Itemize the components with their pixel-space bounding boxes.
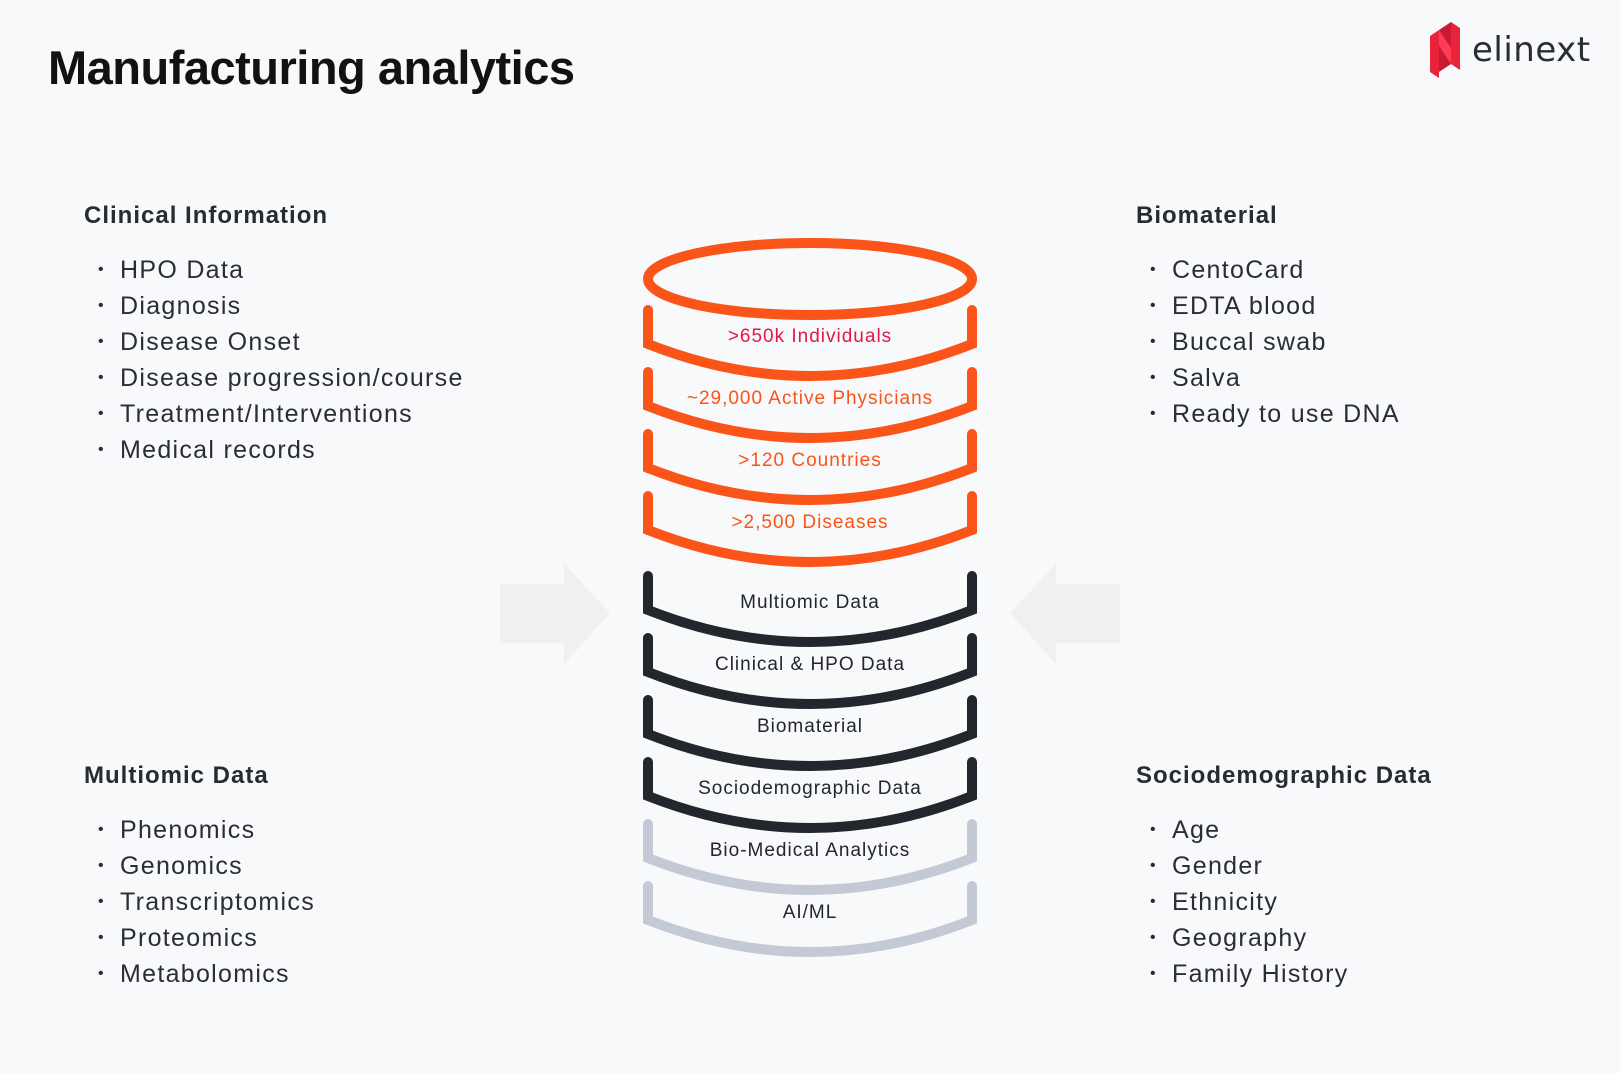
list-item: Diagnosis [84, 288, 464, 324]
page-title: Manufacturing analytics [48, 41, 575, 94]
biomaterial-section: Biomaterial CentoCard EDTA blood Buccal … [1136, 202, 1400, 432]
ring-label: Biomaterial [757, 716, 863, 737]
sociodemographic-list: Age Gender Ethnicity Geography Family Hi… [1136, 812, 1432, 992]
list-item: Ready to use DNA [1136, 396, 1400, 432]
cylinder-ring [643, 757, 977, 833]
left-arrow-icon [500, 564, 610, 664]
list-item: Genomics [84, 848, 315, 884]
ring-label: Multiomic Data [740, 592, 880, 613]
section-heading: Sociodemographic Data [1136, 762, 1432, 789]
brand-logo: elinext [1430, 22, 1591, 78]
list-item: Age [1136, 812, 1432, 848]
list-item: EDTA blood [1136, 288, 1400, 324]
list-item: Treatment/Interventions [84, 396, 464, 432]
elinext-logo-icon [1430, 22, 1460, 78]
logo-wordmark: elinext [1472, 30, 1591, 70]
clinical-list: HPO Data Diagnosis Disease Onset Disease… [84, 252, 464, 468]
cylinder-ring [643, 633, 977, 709]
list-item: Metabolomics [84, 956, 315, 992]
list-item: Proteomics [84, 920, 315, 956]
cylinder-ring [643, 881, 977, 957]
section-heading: Clinical Information [84, 202, 329, 229]
cylinder-ring [643, 367, 977, 443]
sociodemographic-data-section: Sociodemographic Data Age Gender Ethnici… [1136, 762, 1432, 992]
list-item: Disease progression/course [84, 360, 464, 396]
list-item: Gender [1136, 848, 1432, 884]
list-item: Salva [1136, 360, 1400, 396]
cylinder-ring [643, 819, 977, 895]
list-item: Buccal swab [1136, 324, 1400, 360]
ring-label: >2,500 Diseases [731, 512, 888, 533]
cylinder-top [643, 238, 977, 320]
list-item: Medical records [84, 432, 464, 468]
clinical-information-section: Clinical Information HPO Data Diagnosis … [84, 202, 464, 468]
list-item: Transcriptomics [84, 884, 315, 920]
ring-label: >120 Countries [738, 450, 881, 471]
cylinder-ring [643, 429, 977, 505]
ring-label: Clinical & HPO Data [715, 654, 905, 675]
cylinder-ring [643, 491, 977, 567]
ring-label: Bio-Medical Analytics [710, 840, 911, 861]
ring-label: Sociodemographic Data [698, 778, 922, 799]
list-item: Family History [1136, 956, 1432, 992]
list-item: Ethnicity [1136, 884, 1432, 920]
cylinder-ring [643, 305, 977, 381]
section-heading: Biomaterial [1136, 202, 1278, 229]
list-item: Disease Onset [84, 324, 464, 360]
list-item: Geography [1136, 920, 1432, 956]
section-heading: Multiomic Data [84, 762, 269, 789]
biomaterial-list: CentoCard EDTA blood Buccal swab Salva R… [1136, 252, 1400, 432]
cylinder-ring [643, 695, 977, 771]
right-arrow-icon [1010, 564, 1120, 664]
ring-label: AI/ML [783, 902, 838, 923]
ring-label: ~29,000 Active Physicians [687, 388, 933, 409]
list-item: HPO Data [84, 252, 464, 288]
list-item: CentoCard [1136, 252, 1400, 288]
ring-label: >650k Individuals [728, 326, 892, 347]
multiomic-data-section: Multiomic Data Phenomics Genomics Transc… [84, 762, 315, 992]
multiomic-list: Phenomics Genomics Transcriptomics Prote… [84, 812, 315, 992]
cylinder-ring [643, 571, 977, 647]
list-item: Phenomics [84, 812, 315, 848]
